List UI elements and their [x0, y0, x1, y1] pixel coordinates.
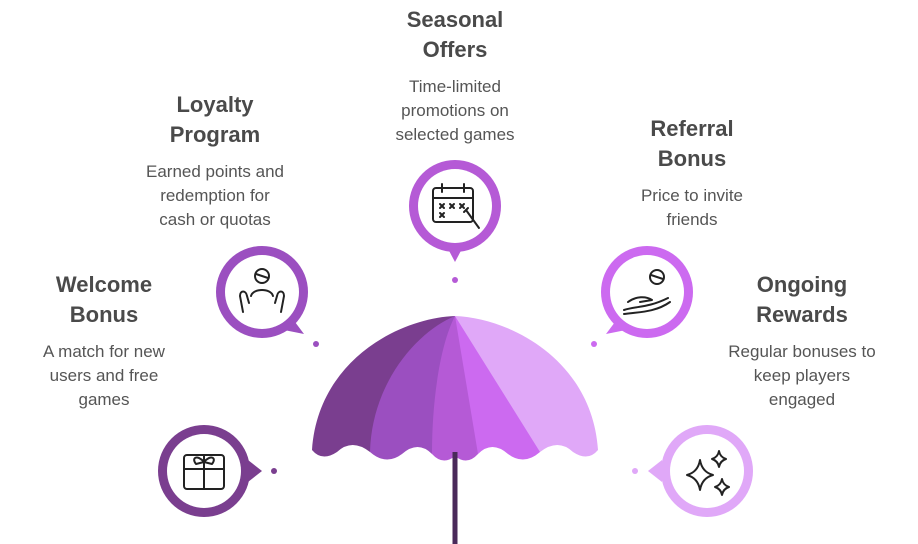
item-title: Welcome Bonus	[55, 272, 153, 327]
canopy-panel-referral	[455, 316, 540, 460]
item-ongoing: Ongoing Rewards Regular bonuses to keep …	[702, 270, 902, 412]
item-title: Loyalty Program	[169, 92, 261, 147]
item-description: Time-limited promotions on selected game…	[395, 77, 515, 144]
canopy-panel-ongoing	[455, 316, 598, 457]
item-loyalty: Loyalty Program Earned points and redemp…	[115, 90, 315, 232]
badge-referral	[601, 246, 693, 338]
item-title: Ongoing Rewards	[756, 272, 848, 327]
badge-loyalty	[216, 246, 308, 338]
sparkles-icon	[686, 450, 730, 496]
item-seasonal: Seasonal Offers Time-limited promotions …	[355, 5, 555, 147]
hand-person-icon	[623, 269, 671, 315]
badge-ongoing	[648, 425, 753, 517]
connector-dot-ongoing	[632, 468, 638, 474]
connector-dot-loyalty	[313, 341, 319, 347]
item-title: Referral Bonus	[650, 116, 734, 171]
gift-icon	[183, 454, 225, 490]
connector-dot-seasonal	[452, 277, 458, 283]
item-description: A match for new users and free games	[43, 342, 165, 409]
umbrella-canopy	[312, 316, 598, 461]
item-description: Price to invite friends	[640, 186, 744, 229]
item-description: Earned points and redemption for cash or…	[146, 162, 284, 229]
connector-dot-referral	[591, 341, 597, 347]
item-welcome: Welcome Bonus A match for new users and …	[14, 270, 194, 412]
connector-dot-welcome	[271, 468, 277, 474]
item-description: Regular bonuses to keep players engaged	[728, 342, 876, 409]
badge-seasonal	[409, 160, 501, 262]
item-title: Seasonal Offers	[406, 7, 504, 62]
item-referral: Referral Bonus Price to invite friends	[592, 114, 792, 232]
care-person-icon	[239, 268, 285, 313]
calendar-icon	[432, 183, 480, 229]
badge-welcome	[158, 425, 262, 517]
